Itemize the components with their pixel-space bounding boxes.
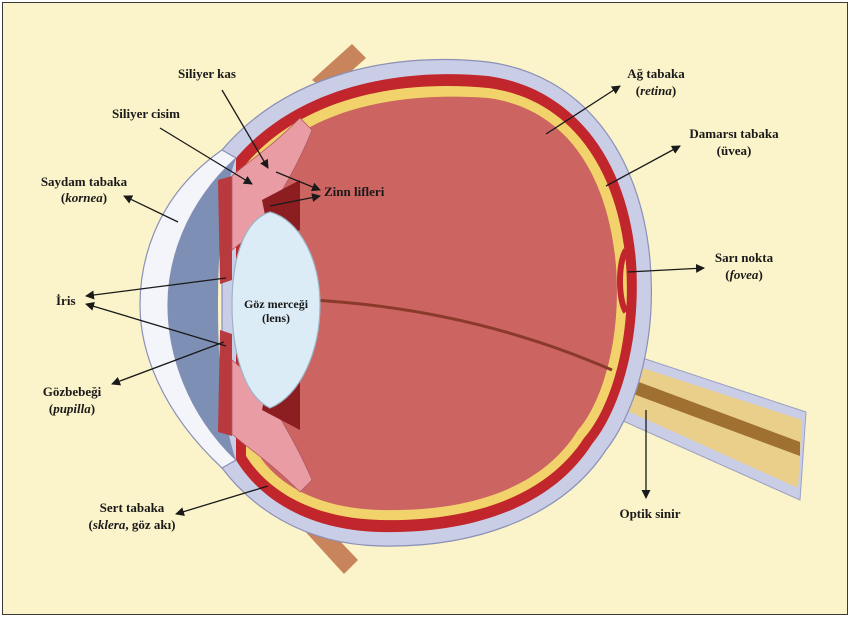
arrow-ag-tabaka (545, 85, 621, 135)
label-sklera: (sklera, göz akı) (88, 517, 175, 532)
label-damarsi-tabaka: Damarsı tabaka (689, 126, 779, 141)
label-retina: (retina) (636, 83, 676, 98)
vitreous-body (256, 96, 617, 511)
label-ag-tabaka: Ağ tabaka (627, 66, 685, 81)
central-line (311, 298, 613, 372)
label-sari-nokta: Sarı nokta (715, 250, 774, 265)
label-saydam-tabaka: Saydam tabaka (41, 174, 128, 189)
label-uvea: (üvea) (717, 143, 752, 158)
optic-nerve-core (612, 372, 800, 456)
lens (231, 211, 321, 409)
arrow-sari-nokta (627, 263, 705, 273)
arrow-siliyer-cisim (159, 127, 253, 185)
lens-label-line1: Göz merceği (244, 297, 309, 311)
label-zinn-lifleri: Zinn lifleri (324, 184, 385, 199)
arrow-gozbebegi (111, 341, 225, 386)
label-sert-tabaka: Sert tabaka (100, 500, 165, 515)
arrow-damarsi-tabaka (605, 145, 681, 187)
label-fovea: (fovea) (725, 267, 763, 282)
arrow-siliyer-kas (221, 89, 269, 169)
label-gozbebegi: Gözbebeği (43, 384, 102, 399)
arrow-iris-1 (85, 277, 227, 300)
iris-upper (218, 176, 232, 284)
arrow-iris-2 (85, 301, 227, 347)
arrow-saydam-tabaka (123, 195, 179, 223)
label-iris: İris (56, 293, 76, 308)
arrow-zinn-2 (269, 193, 321, 207)
label-siliyer-cisim: Siliyer cisim (112, 106, 180, 121)
lens-label-line2: (lens) (262, 311, 290, 325)
label-kornea: (kornea) (61, 190, 107, 205)
fovea-dip (617, 248, 629, 314)
arrow-zinn-1 (275, 171, 321, 192)
label-optik-sinir: Optik sinir (619, 506, 680, 521)
label-siliyer-kas: Siliyer kas (178, 66, 236, 81)
iris-lower (218, 330, 232, 436)
arrow-sert-tabaka (175, 485, 269, 516)
label-pupilla: (pupilla) (49, 401, 95, 416)
